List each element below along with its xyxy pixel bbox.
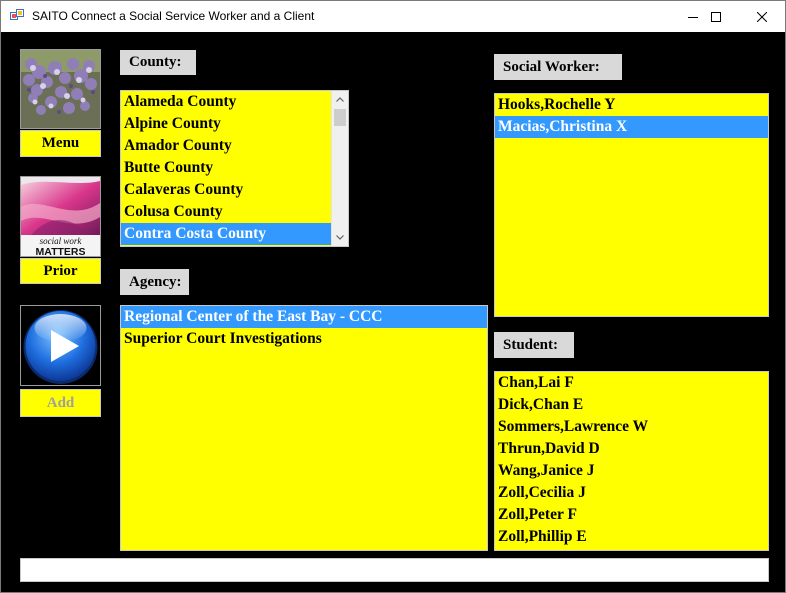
agency-items: Regional Center of the East Bay - CCC Sup… bbox=[121, 306, 487, 350]
close-icon bbox=[757, 11, 767, 22]
student-list-item[interactable]: Sommers,Lawrence W bbox=[498, 418, 649, 435]
menu-image[interactable] bbox=[20, 49, 101, 129]
student-items: Chan,Lai F Dick,Chan E Sommers,Lawrence W T… bbox=[495, 372, 768, 548]
agency-label: Agency: bbox=[120, 269, 189, 295]
agency-list-item[interactable]: Regional Center of the East Bay - CCC bbox=[121, 306, 487, 328]
county-list-item[interactable]: Alameda County bbox=[124, 93, 237, 110]
play-icon bbox=[21, 306, 100, 385]
app-icon bbox=[10, 9, 24, 20]
scroll-thumb[interactable] bbox=[334, 109, 346, 126]
close-button[interactable] bbox=[739, 1, 785, 32]
add-image[interactable] bbox=[20, 305, 101, 386]
chevron-up-icon bbox=[336, 97, 344, 102]
student-list-item[interactable]: Zoll,Cecilia J bbox=[498, 484, 586, 501]
social-worker-items: Hooks,Rochelle Y Macias,Christina X bbox=[495, 94, 768, 138]
student-list-item[interactable]: Chan,Lai F bbox=[498, 374, 574, 391]
county-list-item[interactable]: Contra Costa County bbox=[121, 223, 348, 245]
county-list-item[interactable]: Amador County bbox=[124, 137, 232, 154]
prior-image-caption-bottom: MATTERS bbox=[36, 246, 86, 256]
maximize-button[interactable] bbox=[693, 1, 739, 32]
menu-button[interactable]: Menu bbox=[20, 130, 101, 157]
county-label: County: bbox=[120, 50, 196, 75]
student-list-item[interactable]: Thrun,David D bbox=[498, 440, 600, 457]
social-worker-listbox[interactable]: Hooks,Rochelle Y Macias,Christina X bbox=[494, 93, 769, 317]
social-work-matters-logo: social work MATTERS bbox=[21, 177, 100, 256]
county-list-item[interactable]: Butte County bbox=[124, 159, 214, 176]
county-scrollbar[interactable] bbox=[331, 91, 348, 246]
status-bar bbox=[20, 558, 769, 582]
scroll-down-button[interactable] bbox=[332, 229, 348, 246]
county-list-item[interactable]: Calaveras County bbox=[124, 181, 244, 198]
student-list-item[interactable]: Dick,Chan E bbox=[498, 396, 584, 413]
prior-image-caption-top: social work bbox=[40, 236, 83, 246]
county-list-item[interactable]: Colusa County bbox=[124, 203, 223, 220]
student-label: Student: bbox=[494, 332, 574, 358]
prior-button[interactable]: Prior bbox=[20, 258, 101, 284]
prior-image[interactable]: social work MATTERS bbox=[20, 176, 101, 257]
social-worker-list-item[interactable]: Hooks,Rochelle Y bbox=[498, 96, 616, 113]
agency-listbox[interactable]: Regional Center of the East Bay - CCC Sup… bbox=[120, 305, 488, 551]
agency-list-item[interactable]: Superior Court Investigations bbox=[124, 330, 322, 347]
chevron-down-icon bbox=[336, 235, 344, 240]
scroll-up-button[interactable] bbox=[332, 91, 348, 108]
add-button[interactable]: Add bbox=[20, 389, 101, 417]
county-list-item[interactable]: Alpine County bbox=[124, 115, 221, 132]
social-worker-label: Social Worker: bbox=[494, 54, 622, 80]
form-client-area: Menu social work MATTERS P bbox=[1, 32, 785, 592]
wisteria-flowers-icon bbox=[21, 50, 100, 128]
student-listbox[interactable]: Chan,Lai F Dick,Chan E Sommers,Lawrence W T… bbox=[494, 371, 769, 551]
student-list-item[interactable]: Zoll,Peter F bbox=[498, 506, 577, 523]
student-list-item[interactable]: Zoll,Phillip E bbox=[498, 528, 587, 545]
window-title: SAITO Connect a Social Service Worker an… bbox=[32, 9, 315, 23]
maximize-icon bbox=[711, 11, 721, 22]
student-list-item[interactable]: Wang,Janice J bbox=[498, 462, 595, 479]
social-worker-list-item[interactable]: Macias,Christina X bbox=[495, 116, 768, 138]
minimize-icon bbox=[688, 16, 698, 18]
title-bar[interactable]: SAITO Connect a Social Service Worker an… bbox=[1, 1, 785, 32]
minimize-button[interactable] bbox=[670, 1, 716, 32]
